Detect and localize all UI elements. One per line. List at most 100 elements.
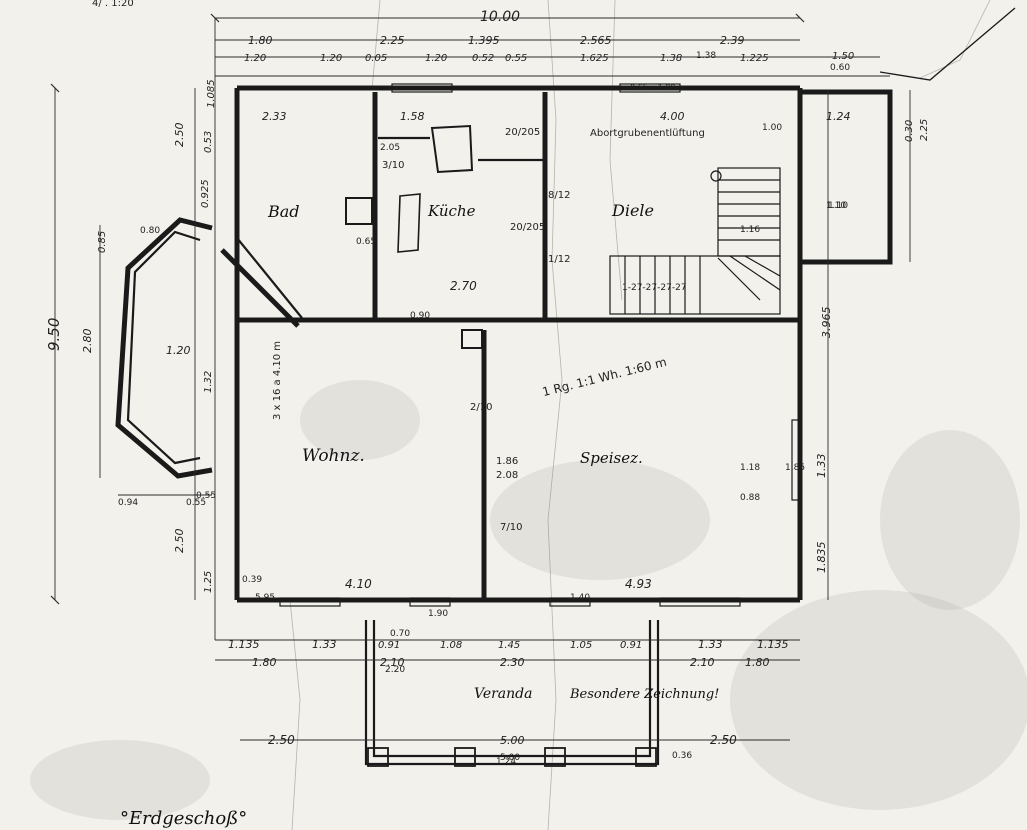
misc-9: 0.36 — [672, 751, 692, 761]
interior-walls — [220, 92, 800, 600]
misc-20: 1.86 — [496, 456, 518, 467]
misc-10: 1.24 — [496, 757, 516, 767]
floor-label: °Erdgeschoß° — [120, 808, 247, 829]
dim-left-4: 2.80 — [81, 329, 94, 354]
dim-overall-width: 10.00 — [480, 9, 520, 25]
dim-top-row2-2: 1.20 — [320, 53, 342, 64]
dim-kueche-depth: 2.70 — [450, 279, 477, 293]
dim-top-4: 2.565 — [580, 34, 612, 47]
windows — [279, 83, 801, 607]
dim-small-room: 1.24 — [826, 110, 851, 123]
dim-kueche-width: 1.58 — [400, 110, 425, 123]
dim-top-row2-4: 1.20 — [425, 53, 447, 64]
misc-19: 2.20 — [385, 665, 405, 675]
misc-18: 0.88 — [740, 493, 760, 503]
dim-left-5: 1.32 — [203, 371, 214, 393]
dim-left-8: 1.085 — [206, 79, 217, 108]
room-veranda: Veranda — [474, 686, 532, 702]
top-corner-text: 4/ . 1:20 — [92, 0, 134, 9]
paper-texture — [30, 0, 1027, 830]
dim-top-row2-6: 0.55 — [505, 53, 527, 64]
dim-diele-width: 4.00 — [660, 110, 685, 123]
dim-top-2: 2.25 — [380, 34, 405, 47]
dim-top-row2-5: 0.52 — [472, 53, 494, 64]
dim-top-row2-3: 0.05 — [365, 53, 387, 64]
misc-4: 0.65 — [356, 237, 376, 247]
dim-right-4: 2.25 — [919, 119, 930, 141]
dim-wohnz-width: 4.10 — [345, 577, 372, 591]
dim-right-1: 3.965 — [820, 307, 833, 339]
dim-bay-width: 1.20 — [166, 344, 191, 357]
bay-window-note: 0.55 — [196, 491, 216, 501]
misc-3: 1.10 — [828, 201, 848, 211]
dim-veranda-1: 2.50 — [268, 733, 295, 747]
misc-13: 1.16 — [740, 225, 760, 235]
dim-left-7: 1.25 — [203, 571, 214, 593]
dim-bot2-4: 2.10 — [690, 656, 715, 669]
misc-2: 2.05 — [380, 143, 400, 153]
room-diele: Diele — [611, 201, 654, 220]
speise-note: 1 Rg. 1:1 Wh. 1:60 m — [541, 355, 668, 399]
misc-11: 1.90 — [428, 609, 448, 619]
dim-top-row2-1: 1.20 — [244, 53, 266, 64]
aborto-note: Abortgrubenentlüftung — [590, 128, 705, 139]
misc-7: 0.90 — [410, 311, 430, 321]
dim-bot-4: 1.08 — [440, 640, 462, 651]
misc-26: 20/205 — [510, 222, 545, 233]
misc-14: 1.18 — [740, 463, 760, 473]
veranda-note: Besondere Zeichnung! — [569, 687, 719, 702]
dim-right-2: 1.33 — [815, 454, 828, 479]
leader-line — [879, 7, 1016, 81]
wohnz-wall-note: 3 x 16 a 4.10 m — [272, 341, 283, 420]
misc-8: 0.39 — [242, 575, 262, 585]
misc-21: 2.08 — [496, 470, 518, 481]
misc-29: 1.10 — [826, 201, 846, 211]
misc-22: 7/10 — [500, 522, 522, 533]
dim-top-row2-9: 1.225 — [740, 53, 769, 64]
misc-23: 3/10 — [382, 160, 404, 171]
room-bad: Bad — [267, 202, 300, 221]
misc-17: 0.55 — [186, 498, 206, 508]
dim-top-row2-8: 1.38 — [660, 53, 682, 64]
misc-30: 1.85 — [785, 463, 805, 473]
dim-top-row2-7: 1.625 — [580, 53, 609, 64]
dim-bot2-1: 1.80 — [252, 656, 277, 669]
room-wohnz: Wohnz. — [302, 446, 365, 466]
misc-0: 0.60 — [830, 63, 850, 73]
diele-window-note: 0.65 x 1.80 — [630, 83, 675, 92]
dim-right-3: 1.835 — [815, 542, 828, 574]
dim-bot-3: 0.91 — [378, 640, 400, 651]
dim-bot-9: 1.135 — [757, 638, 789, 651]
dim-right-5: 0.30 — [904, 120, 915, 142]
dim-left-6: 2.50 — [173, 529, 186, 554]
dimension-lines — [50, 13, 911, 741]
misc-28: 20/205 — [505, 127, 540, 138]
dim-top-1: 1.80 — [248, 34, 273, 47]
dim-bot-2: 1.33 — [312, 638, 337, 651]
exterior-walls — [115, 85, 893, 603]
dim-veranda-3: 2.50 — [710, 733, 737, 747]
dim-bot-8: 1.33 — [698, 638, 723, 651]
dim-bot-7: 0.91 — [620, 640, 642, 651]
dim-left-2: 0.925 — [200, 179, 211, 208]
room-labels: Bad Küche Diele Wohnz. Speisez. Veranda … — [92, 0, 719, 829]
dim-top-row2-10: 1.50 — [832, 51, 854, 62]
dim-bot-5: 1.45 — [498, 640, 520, 651]
dim-bot2-3: 2.30 — [500, 656, 525, 669]
dim-left-3: 0.85 — [97, 231, 108, 253]
dim-top-3: 1.395 — [468, 34, 500, 47]
dim-bad-width: 2.33 — [262, 110, 287, 123]
room-kueche: Küche — [427, 202, 476, 220]
dim-bot-6: 1.05 — [570, 640, 592, 651]
dim-left-1: 2.50 — [173, 123, 186, 148]
misc-1: 0.80 — [140, 226, 160, 236]
misc-12: 1.40 — [570, 593, 590, 603]
misc-27: 2/10 — [470, 402, 492, 413]
dim-bot2-5: 1.80 — [745, 656, 770, 669]
room-speisez: Speisez. — [580, 449, 643, 467]
dim-speisez-width: 4.93 — [625, 577, 652, 591]
misc-15: 0.70 — [390, 629, 410, 639]
dim-overall-depth: 9.50 — [45, 318, 63, 351]
misc-31: 5.95 — [255, 593, 275, 603]
